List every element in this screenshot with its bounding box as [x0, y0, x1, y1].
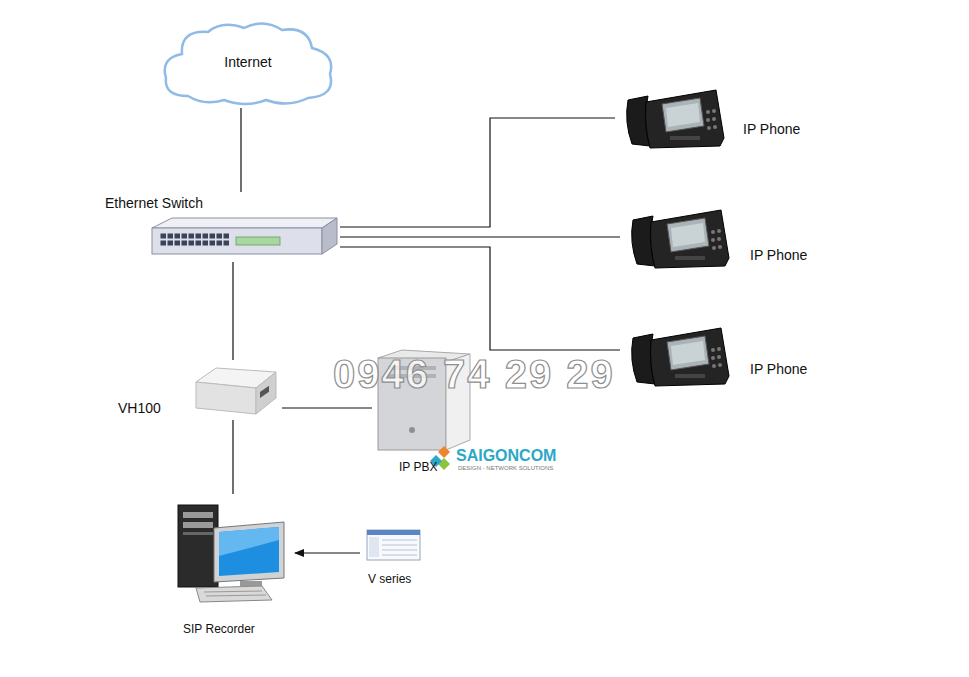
- node-label: IP Phone: [750, 247, 807, 263]
- phone-icon: [632, 210, 729, 268]
- node-label: Internet: [158, 54, 338, 70]
- connector-line: [295, 552, 360, 553]
- connector-line: [340, 118, 615, 227]
- cloud-node: Internet: [158, 18, 338, 108]
- node-label: Ethernet Switch: [105, 195, 203, 211]
- brand-tagline: DESIGN - NETWORK SOLUTIONS: [458, 465, 553, 472]
- connector-line: [240, 108, 241, 192]
- device-node: VH100: [112, 360, 282, 420]
- phone-icon: [627, 90, 724, 148]
- phone-node: IP Phone: [620, 197, 820, 277]
- computer-icon: [178, 505, 284, 602]
- node-label: IP PBX: [399, 461, 437, 475]
- phone-node: IP Phone: [620, 312, 820, 388]
- node-label: V series: [368, 573, 411, 587]
- connector-line: [232, 262, 233, 360]
- switch-node: Ethernet Switch: [100, 192, 340, 262]
- software-screenshot: [367, 530, 420, 560]
- software-node: V series: [360, 525, 428, 590]
- node-label: SIP Recorder: [183, 623, 255, 637]
- vh100-icon: [196, 368, 276, 414]
- connector-line: [340, 236, 620, 237]
- recorder-node: SIP Recorder: [165, 494, 295, 640]
- node-label: IP Phone: [743, 121, 800, 137]
- connector-line: [282, 407, 372, 408]
- watermark: 0946 74 29 29: [333, 352, 615, 396]
- brand-name: SAIGONCOM: [456, 447, 556, 465]
- connector-line: [232, 420, 233, 494]
- phone-icon: [632, 328, 729, 386]
- node-label: IP Phone: [750, 361, 807, 377]
- phone-node: IP Phone: [615, 80, 820, 156]
- connector-line: [340, 247, 620, 350]
- switch-icon: [152, 218, 337, 254]
- node-label: VH100: [118, 400, 161, 416]
